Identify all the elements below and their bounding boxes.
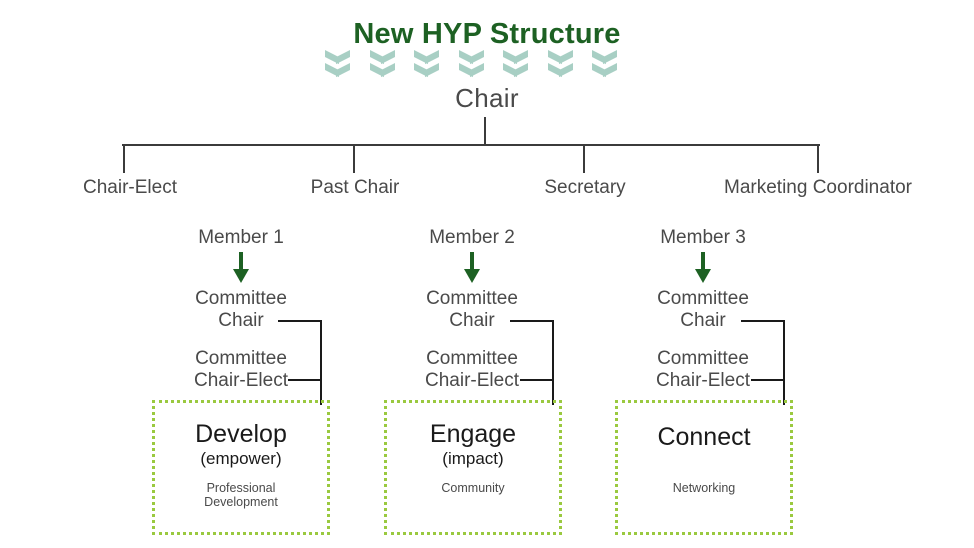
double-chevron-down-icon xyxy=(459,50,484,82)
pillar-subtitle-develop: (empower) xyxy=(200,449,282,468)
pillar-focus-engage: Community xyxy=(441,481,505,495)
root-node-chair: Chair xyxy=(455,83,519,113)
connector-committee-chair-stub xyxy=(278,320,320,322)
pillar-title-engage: Engage xyxy=(429,420,517,448)
double-chevron-down-icon xyxy=(370,50,395,82)
double-chevron-down-icon xyxy=(325,50,350,82)
pillar-focus-develop: Professional Development xyxy=(204,481,278,509)
officer-node-marketing-coordinator: Marketing Coordinator xyxy=(724,177,912,198)
connector-committee-spine xyxy=(783,320,785,405)
connector-officer-drop xyxy=(583,145,585,173)
officer-node-past-chair: Past Chair xyxy=(310,177,400,198)
member-node-2: Member 2 xyxy=(429,227,515,248)
connector-officer-drop xyxy=(123,145,125,173)
connector-committee-chair-elect-stub xyxy=(288,379,320,381)
pillar-title-develop: Develop xyxy=(195,420,287,448)
connector-committee-chair-stub xyxy=(741,320,783,322)
officer-node-chair-elect: Chair-Elect xyxy=(83,177,177,198)
pillar-focus-connect: Networking xyxy=(672,481,736,495)
pillar-box-engage: Engage(impact) Community xyxy=(384,400,562,535)
double-chevron-down-icon xyxy=(503,50,528,82)
connector-committee-chair-stub xyxy=(510,320,552,322)
pillar-box-develop: Develop(empower) Professional Development xyxy=(152,400,330,535)
connector-committee-spine xyxy=(320,320,322,405)
arrow-down-icon xyxy=(463,252,481,284)
pillar-subtitle-engage: (impact) xyxy=(442,449,504,468)
arrow-down-icon xyxy=(232,252,250,284)
pillar-title-connect: Connect xyxy=(657,423,751,451)
connector-committee-chair-elect-stub xyxy=(751,379,783,381)
connector-chair-stem xyxy=(484,117,486,145)
arrow-down-icon xyxy=(694,252,712,284)
double-chevron-down-icon xyxy=(414,50,439,82)
double-chevron-down-icon xyxy=(592,50,617,82)
chevron-divider xyxy=(325,50,617,82)
connector-committee-spine xyxy=(552,320,554,405)
officer-node-secretary: Secretary xyxy=(544,177,626,198)
member-node-3: Member 3 xyxy=(660,227,746,248)
connector-officer-drop xyxy=(817,145,819,173)
connector-officer-bar xyxy=(122,144,820,146)
connector-officer-drop xyxy=(353,145,355,173)
page-title: New HYP Structure xyxy=(353,18,621,50)
member-node-1: Member 1 xyxy=(198,227,284,248)
connector-committee-chair-elect-stub xyxy=(520,379,552,381)
double-chevron-down-icon xyxy=(548,50,573,82)
